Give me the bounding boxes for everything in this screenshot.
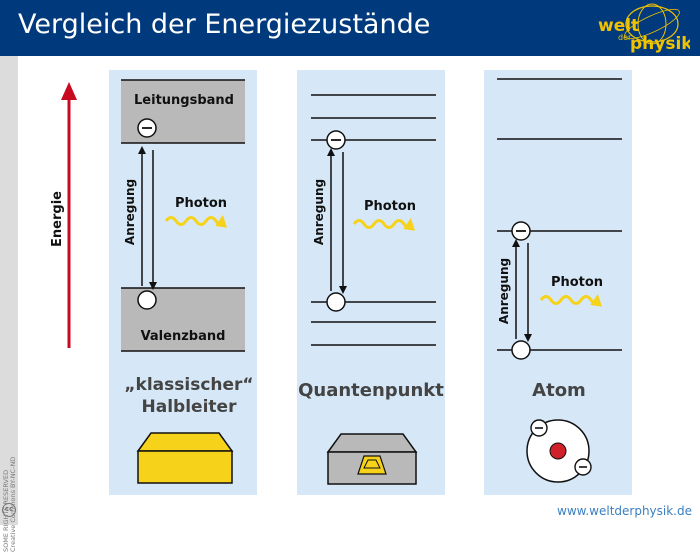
panel-title-line1: Atom bbox=[532, 380, 586, 401]
atom-model-icon bbox=[526, 419, 592, 483]
logo-word-der: der bbox=[618, 33, 632, 42]
excitation-label: Anregung bbox=[123, 179, 137, 245]
electron-icon bbox=[530, 419, 548, 437]
atom-nucleus bbox=[549, 442, 567, 460]
electron-icon bbox=[137, 118, 157, 138]
photon-wave-icon bbox=[164, 215, 228, 228]
logo-orbit-2 bbox=[637, 3, 667, 45]
photon-label: Photon bbox=[175, 196, 227, 211]
header-bar: Vergleich der Energiezustände welt der p… bbox=[0, 0, 700, 56]
logo-word-welt: welt bbox=[598, 16, 639, 36]
valence-band-label: Valenzband bbox=[141, 329, 226, 344]
hole-icon bbox=[137, 290, 157, 310]
panel-title-line1: „klassischer“ bbox=[124, 375, 253, 395]
photon-label: Photon bbox=[551, 275, 603, 290]
creative-commons-icon[interactable]: cc bbox=[2, 503, 16, 517]
welt-der-physik-logo[interactable]: welt der physik bbox=[590, 2, 690, 54]
hole-icon bbox=[326, 292, 346, 312]
logo-orbit-1 bbox=[625, 5, 679, 43]
electron-icon bbox=[574, 458, 592, 476]
excitation-label: Anregung bbox=[497, 258, 511, 324]
panel-title-line1: Quantenpunkt bbox=[298, 380, 444, 401]
photon-wave-icon bbox=[352, 218, 416, 231]
excitation-label: Anregung bbox=[312, 179, 326, 245]
conduction-band-label: Leitungsband bbox=[134, 93, 234, 108]
energy-diagram: Leitungsband Valenzband Anregung Photon … bbox=[61, 70, 632, 495]
electron-icon bbox=[511, 221, 531, 241]
page-title: Vergleich der Energiezustände bbox=[18, 9, 431, 40]
hole-icon bbox=[511, 340, 531, 360]
panel-title-line2: Halbleiter bbox=[142, 397, 238, 417]
logo-orbit-3 bbox=[624, 8, 680, 40]
energy-axis-arrow bbox=[61, 82, 77, 348]
semiconductor-block-icon bbox=[136, 432, 234, 484]
panel-quantumdot-bg bbox=[297, 70, 445, 495]
logo-word-physik: physik bbox=[630, 34, 690, 54]
quantum-dot-block-icon bbox=[326, 433, 418, 485]
photon-label: Photon bbox=[364, 199, 416, 214]
website-link[interactable]: www.weltderphysik.de bbox=[557, 504, 692, 518]
license-strip bbox=[0, 56, 18, 525]
photon-wave-icon bbox=[539, 294, 603, 307]
electron-icon bbox=[326, 130, 346, 150]
